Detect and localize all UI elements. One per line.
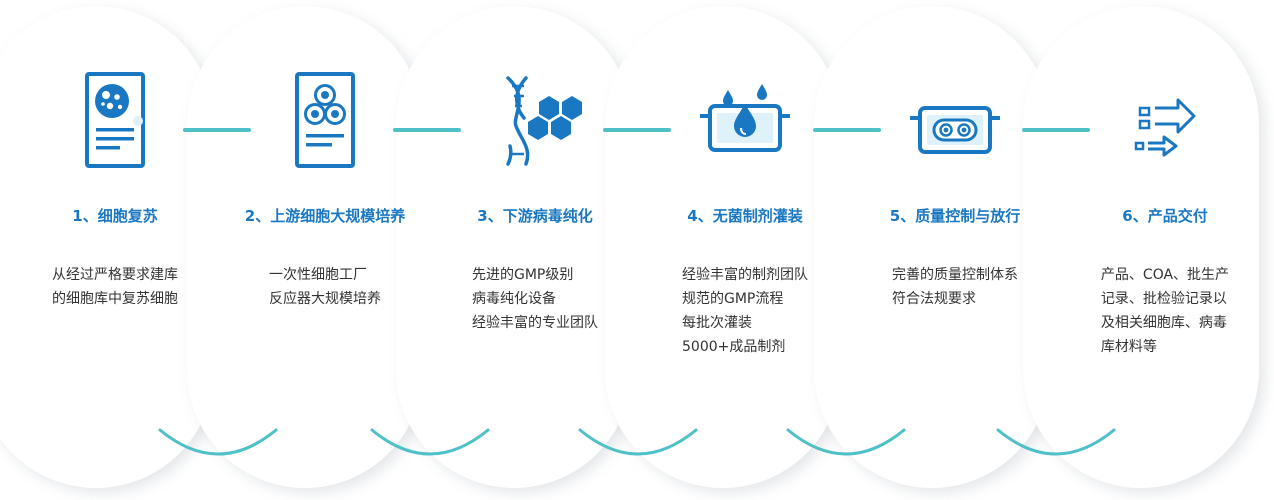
step-title: 3、下游病毒纯化 — [477, 207, 593, 225]
description-line: 一次性细胞工厂 — [269, 267, 367, 283]
step-card-background-4 — [605, 6, 841, 488]
connector-line-3 — [603, 128, 671, 132]
description-line: 经验丰富的专业团队 — [472, 315, 598, 331]
step-title: 4、无菌制剂灌装 — [687, 207, 803, 225]
description-line: 完善的质量控制体系 — [892, 267, 1018, 283]
step-title: 6、产品交付 — [1122, 207, 1208, 225]
delivery-arrows-icon — [1100, 64, 1230, 174]
description-line: 记录、批检验记录以 — [1100, 291, 1227, 307]
step-title: 1、细胞复苏 — [72, 207, 158, 225]
step-description: 完善的质量控制体系 符合法规要求 — [892, 263, 1018, 311]
description-line: 符合法规要求 — [892, 291, 976, 307]
dna-hexagon-icon — [470, 64, 600, 174]
description-line: 病毒纯化设备 — [472, 291, 556, 307]
step-description: 一次性细胞工厂 反应器大规模培养 — [269, 263, 381, 311]
connector-line-5 — [1022, 128, 1090, 132]
step-5: 5、质量控制与放行 完善的质量控制体系 符合法规要求 — [850, 0, 1060, 500]
step-description: 经验丰富的制剂团队 规范的GMP流程 每批次灌装 5000+成品制剂 — [682, 263, 808, 359]
step-6: 6、产品交付 产品、COA、批生产 记录、批检验记录以 及相关细胞库、病毒 库材… — [1060, 0, 1270, 500]
step-description: 产品、COA、批生产 记录、批检验记录以 及相关细胞库、病毒 库材料等 — [1101, 263, 1229, 359]
quality-capsule-icon — [890, 64, 1020, 174]
step-description: 从经过严格要求建库 的细胞库中复苏细胞 — [52, 263, 178, 311]
description-line: 经验丰富的制剂团队 — [682, 267, 808, 283]
description-line: 反应器大规模培养 — [269, 291, 381, 307]
description-line: 从经过严格要求建库 — [52, 267, 178, 283]
filling-droplet-icon — [680, 64, 810, 174]
description-line: 库材料等 — [1100, 339, 1157, 355]
step-4: 4、无菌制剂灌装 经验丰富的制剂团队 规范的GMP流程 每批次灌装 5000+成… — [640, 0, 850, 500]
cell-culture-document-icon — [260, 64, 390, 174]
step-3: 3、下游病毒纯化 先进的GMP级别 病毒纯化设备 经验丰富的专业团队 — [430, 0, 640, 500]
description-line: 先进的GMP级别 — [472, 267, 574, 283]
step-1: 1、细胞复苏 从经过严格要求建库 的细胞库中复苏细胞 — [10, 0, 220, 500]
connector-line-1 — [183, 128, 251, 132]
petri-dish-document-icon — [50, 64, 180, 174]
connector-line-2 — [393, 128, 461, 132]
connector-line-4 — [813, 128, 881, 132]
description-line: 产品、COA、批生产 — [1100, 267, 1230, 283]
description-line: 每批次灌装 — [682, 315, 752, 331]
step-2: 2、上游细胞大规模培养 一次性细胞工厂 反应器大规模培养 — [220, 0, 430, 500]
description-line: 规范的GMP流程 — [682, 291, 784, 307]
step-card-background-6 — [1023, 6, 1259, 488]
description-line: 的细胞库中复苏细胞 — [52, 291, 178, 307]
description-line: 及相关细胞库、病毒 — [1100, 315, 1227, 331]
description-line: 5000+成品制剂 — [682, 339, 786, 355]
step-title: 5、质量控制与放行 — [889, 207, 1021, 225]
step-card-background-5 — [814, 6, 1050, 488]
step-title: 2、上游细胞大规模培养 — [244, 207, 406, 225]
step-description: 先进的GMP级别 病毒纯化设备 经验丰富的专业团队 — [472, 263, 598, 335]
